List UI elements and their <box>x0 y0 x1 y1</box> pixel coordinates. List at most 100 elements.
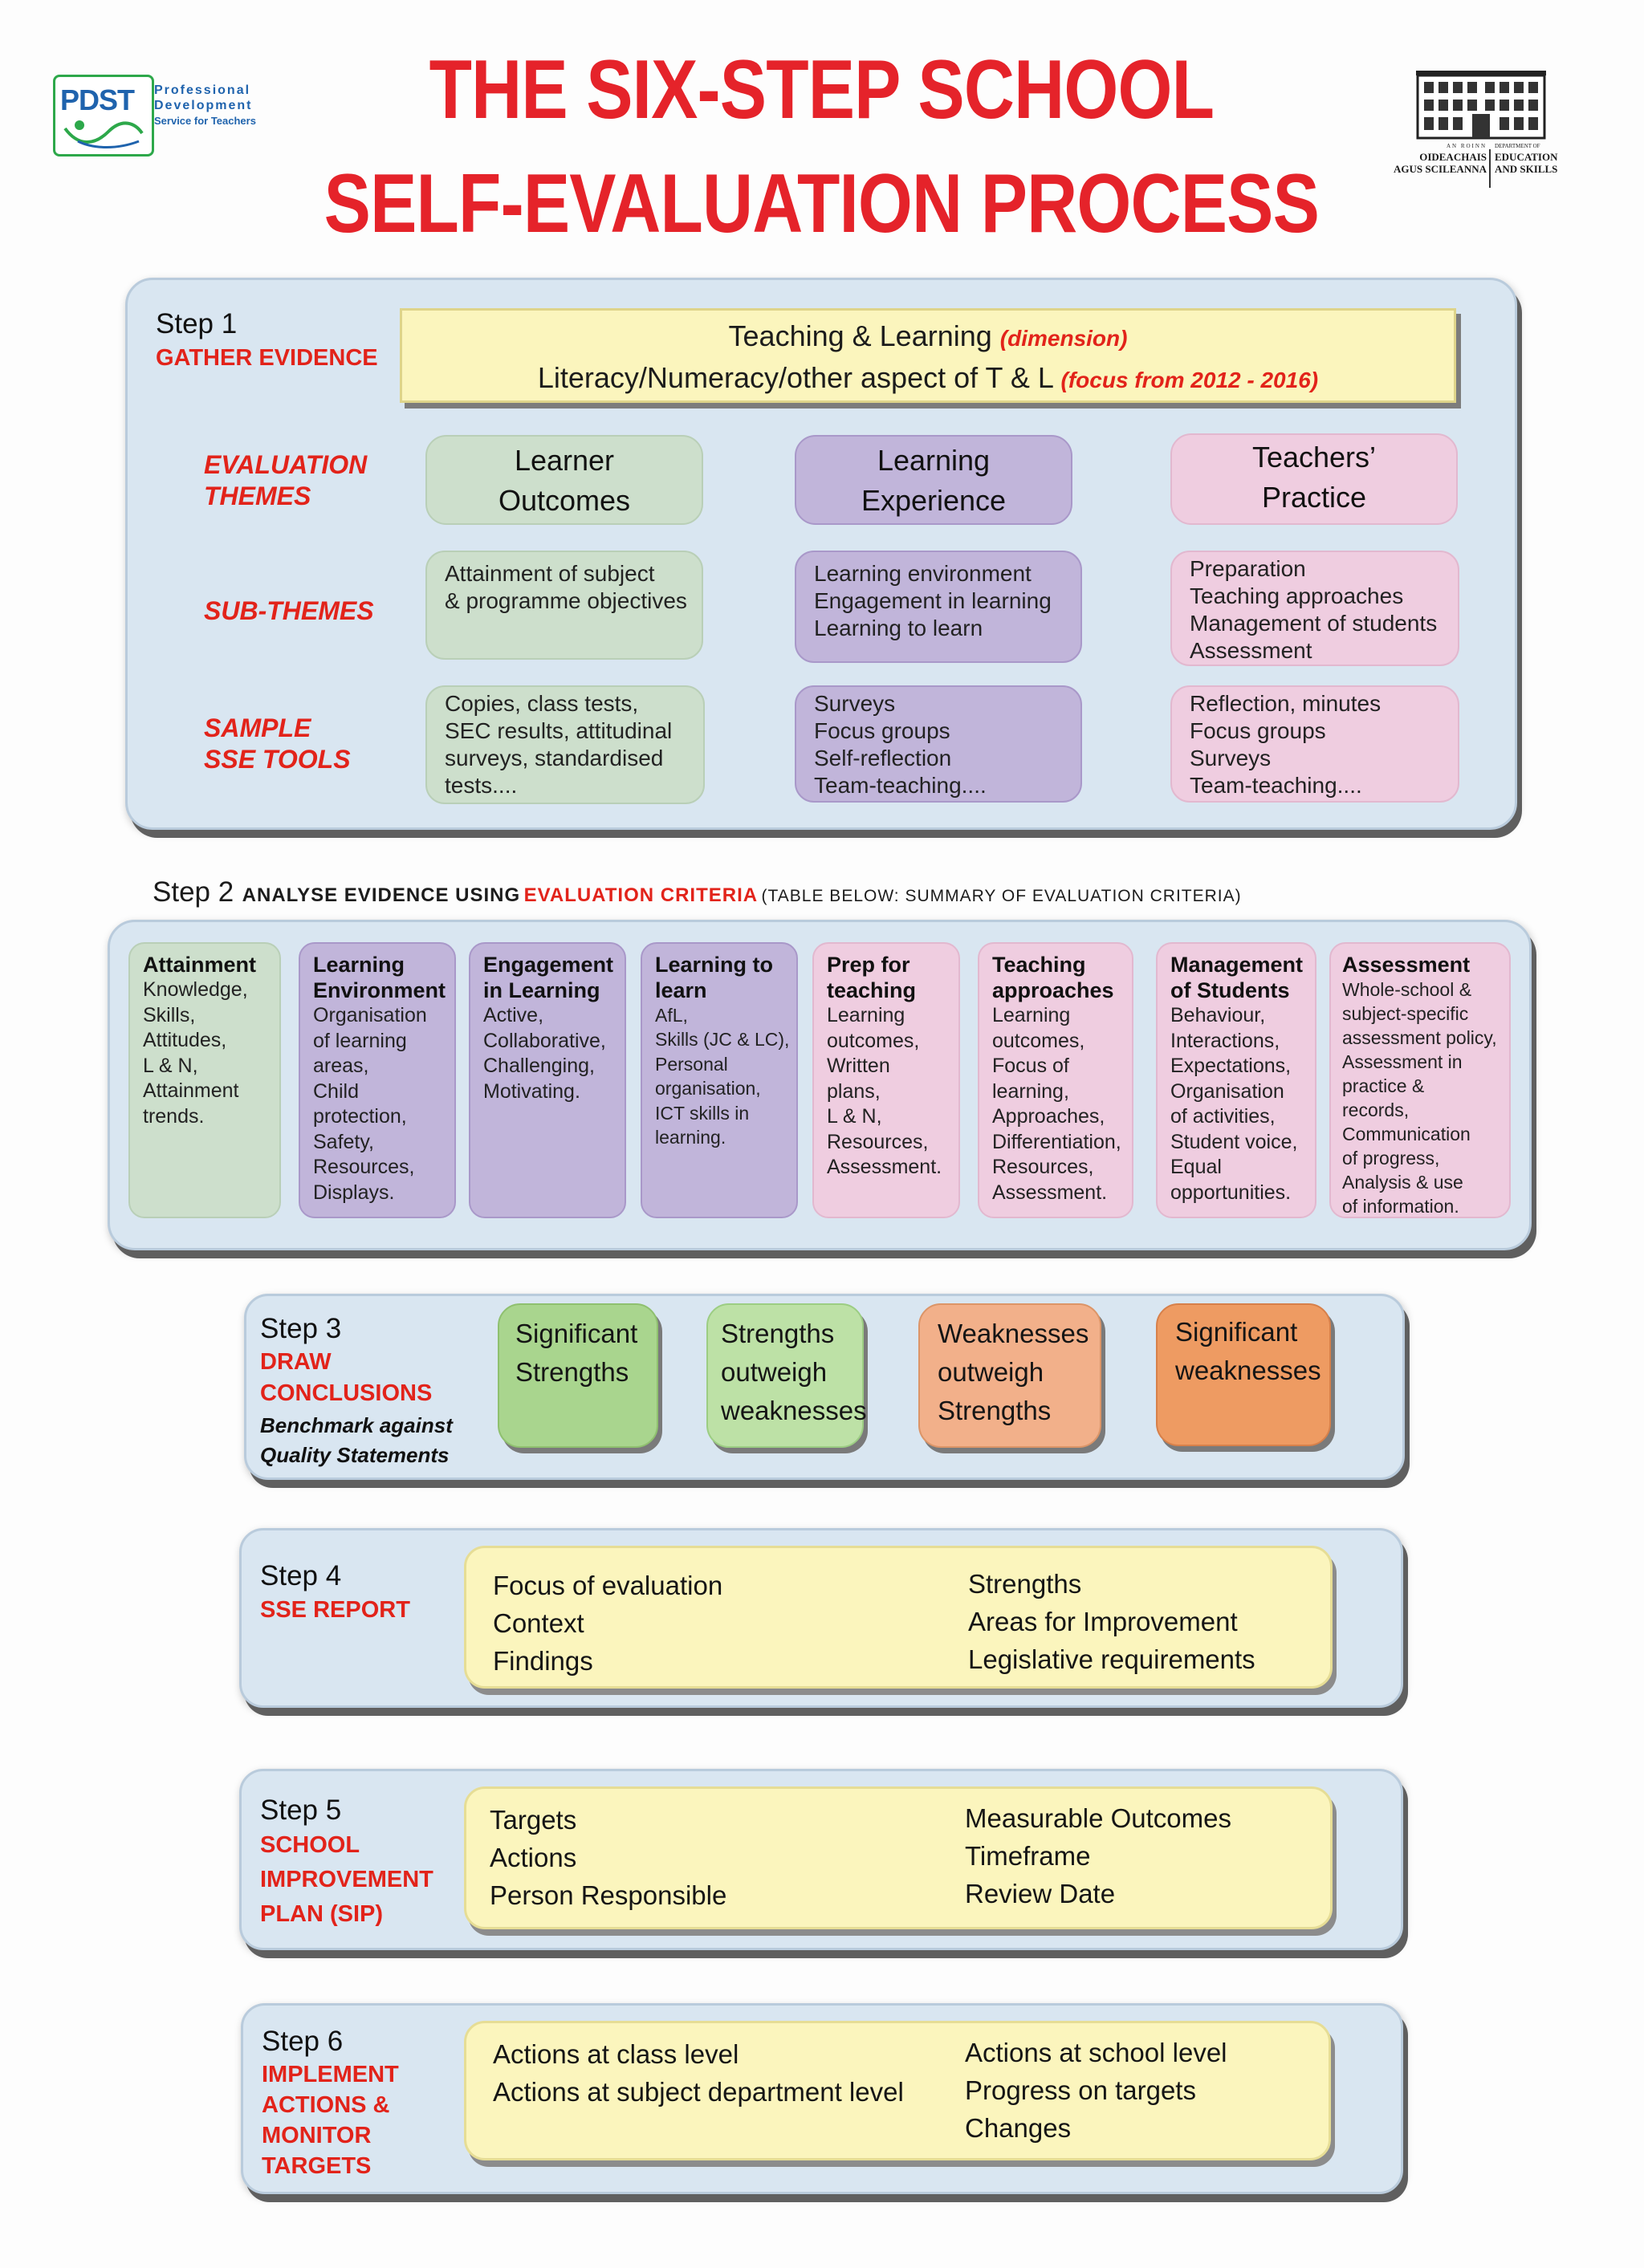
subthemes-teachers-practice: Preparation Teaching approaches Manageme… <box>1170 551 1459 666</box>
tile-2-line-1: Strengths <box>721 1319 835 1348</box>
step5-action: SCHOOL IMPROVEMENT PLAN (SIP) <box>260 1828 433 1932</box>
step3-note-line-1: Benchmark against <box>260 1413 453 1437</box>
criteria-prep-for-teaching: Prep for teaching Learning outcomes, Wri… <box>812 942 960 1218</box>
tools-3-line-1: Reflection, minutes <box>1190 691 1382 716</box>
theme-3-line-2: Practice <box>1261 481 1367 514</box>
criteria-2-line-5: protection, <box>313 1105 407 1128</box>
step1-label: Step 1 <box>156 308 238 339</box>
dept-small-right: DEPARTMENT OF <box>1495 143 1540 149</box>
step6-action: IMPLEMENT ACTIONS & MONITOR TARGETS <box>262 2059 399 2181</box>
dept-right-line-1: EDUCATION <box>1495 151 1558 163</box>
criteria-4-line-4: organisation, <box>655 1078 761 1099</box>
criteria-4-line-5: ICT skills in <box>655 1102 750 1124</box>
criteria-7-line-8: opportunities. <box>1170 1181 1292 1204</box>
step5-right-3: Review Date <box>965 1879 1116 1908</box>
criteria-7-line-5: of activities, <box>1170 1105 1276 1128</box>
criteria-1-line-1: Knowledge, <box>143 978 248 1001</box>
step5-left-3: Person Responsible <box>490 1880 727 1910</box>
step4-left-1: Focus of evaluation <box>493 1571 723 1600</box>
dept-text-left: OIDEACHAIS AGUS SCILEANNA <box>1377 151 1487 175</box>
criteria-6-line-6: Differentiation, <box>992 1130 1121 1153</box>
dept-text-right: EDUCATION AND SKILLS <box>1495 151 1607 175</box>
tools-teachers-practice: Reflection, minutes Focus groups Surveys… <box>1170 685 1459 803</box>
banner-line1-note: (dimension) <box>999 326 1128 351</box>
step6-right-1: Actions at school level <box>965 2038 1227 2067</box>
criteria-5-line-4: plans, <box>827 1079 881 1103</box>
step4-left-list: Focus of evaluation Context Findings <box>493 1567 722 1680</box>
criteria-8-line-3: assessment policy, <box>1342 1027 1497 1048</box>
tile-2-line-3: weaknesses <box>721 1396 867 1425</box>
theme-2-line-1: Learning <box>877 444 991 477</box>
criteria-3-head-1: Engagement <box>483 953 614 977</box>
step6-content-box <box>464 2021 1331 2160</box>
criteria-8-head: Assessment <box>1342 953 1471 977</box>
step5-left-1: Targets <box>490 1805 577 1835</box>
step4-right-list: Strengths Areas for Improvement Legislat… <box>968 1565 1255 1678</box>
step2-heading: Step 2 ANALYSE EVIDENCE USING EVALUATION… <box>153 876 1242 914</box>
step6-right-3: Changes <box>965 2113 1072 2143</box>
tools-2-line-1: Surveys <box>814 691 896 716</box>
criteria-4-line-6: learning. <box>655 1127 726 1148</box>
criteria-4-line-3: Personal <box>655 1053 728 1075</box>
subthemes-learning-experience: Learning environment Engagement in learn… <box>795 551 1082 663</box>
dept-left-line-2: AGUS SCILEANNA <box>1394 163 1487 175</box>
pdst-line-3: Service for Teachers <box>154 115 256 127</box>
criteria-2-head-2: Environment <box>313 978 446 1002</box>
criteria-5-line-5: L & N, <box>827 1105 882 1128</box>
criteria-1-line-2: Skills, <box>143 1003 196 1026</box>
evaluation-themes-label: EVALUATION THEMES <box>204 449 367 512</box>
step6-left-1: Actions at class level <box>493 2039 739 2069</box>
step4-label: Step 4 <box>260 1560 342 1591</box>
theme-learning-experience: Learning Experience <box>795 435 1072 525</box>
tools-1-line-1: Copies, class tests, <box>445 691 639 716</box>
criteria-1-head: Attainment <box>143 953 256 977</box>
criteria-7-line-1: Behaviour, <box>1170 1004 1266 1026</box>
criteria-7-line-2: Interactions, <box>1170 1029 1280 1052</box>
criteria-7-line-4: Organisation <box>1170 1079 1284 1103</box>
theme-3-line-1: Teachers’ <box>1251 441 1377 474</box>
criteria-3-line-3: Challenging, <box>483 1055 595 1077</box>
banner-line2: Literacy/Numeracy/other aspect of T & L <box>537 361 1053 394</box>
tools-3-line-2: Focus groups <box>1190 718 1326 743</box>
tile-significant-weaknesses: Significant weaknesses <box>1156 1303 1331 1446</box>
step5-left-2: Actions <box>490 1843 577 1872</box>
criteria-6-head-2: approaches <box>992 978 1114 1002</box>
criteria-4-head-2: learn <box>655 978 707 1002</box>
tile-4-line-1: Significant <box>1175 1317 1298 1347</box>
step5-right-1: Measurable Outcomes <box>965 1803 1231 1833</box>
criteria-learning-environment: Learning Environment Organisation of lea… <box>299 942 456 1218</box>
criteria-6-line-2: outcomes, <box>992 1029 1085 1052</box>
criteria-7-head-2: of Students <box>1170 978 1290 1002</box>
pdst-line-1: Professional <box>154 83 251 97</box>
criteria-5-line-7: Assessment. <box>827 1156 942 1178</box>
criteria-7-head-1: Management <box>1170 953 1304 977</box>
subtheme-3-line-4: Assessment <box>1190 638 1312 663</box>
step3-action-line-2: CONCLUSIONS <box>260 1380 433 1406</box>
step4-right-2: Areas for Improvement <box>968 1607 1238 1636</box>
tile-3-line-2: outweigh <box>938 1357 1044 1387</box>
step4-right-3: Legislative requirements <box>968 1644 1255 1674</box>
step6-right-list: Actions at school level Progress on targ… <box>965 2034 1227 2147</box>
tools-2-line-4: Team-teaching.... <box>814 773 987 798</box>
step3-note: Benchmark against Quality Statements <box>260 1411 453 1470</box>
criteria-8-line-4: Assessment in <box>1342 1051 1463 1072</box>
criteria-8-line-10: of information. <box>1342 1196 1459 1217</box>
criteria-4-head-1: Learning to <box>655 953 773 977</box>
criteria-7-line-6: Student voice, <box>1170 1130 1298 1153</box>
teaching-learning-banner: Teaching & Learning (dimension) Literacy… <box>400 308 1456 403</box>
criteria-7-line-3: Expectations, <box>1170 1055 1292 1077</box>
criteria-8-line-9: Analysis & use <box>1342 1172 1463 1193</box>
subthemes-learner-outcomes: Attainment of subject & programme object… <box>425 551 703 660</box>
step3-label: Step 3 <box>260 1313 342 1344</box>
step6-action-line-2: ACTIONS & <box>262 2092 390 2118</box>
step4-action: SSE REPORT <box>260 1597 410 1623</box>
theme-1-line-1: Learner <box>514 444 615 477</box>
criteria-5-line-6: Resources, <box>827 1130 929 1153</box>
tools-1-line-4: tests.... <box>445 773 518 798</box>
step2-text-3: (TABLE BELOW: SUMMARY OF EVALUATION CRIT… <box>761 887 1242 905</box>
subtheme-1-line-1: Attainment of subject <box>445 561 655 586</box>
step6-left-list: Actions at class level Actions at subjec… <box>493 2035 904 2111</box>
criteria-engagement-in-learning: Engagement in Learning Active, Collabora… <box>469 942 626 1218</box>
step1-action: GATHER EVIDENCE <box>156 345 378 371</box>
step4-content-box <box>464 1546 1333 1689</box>
